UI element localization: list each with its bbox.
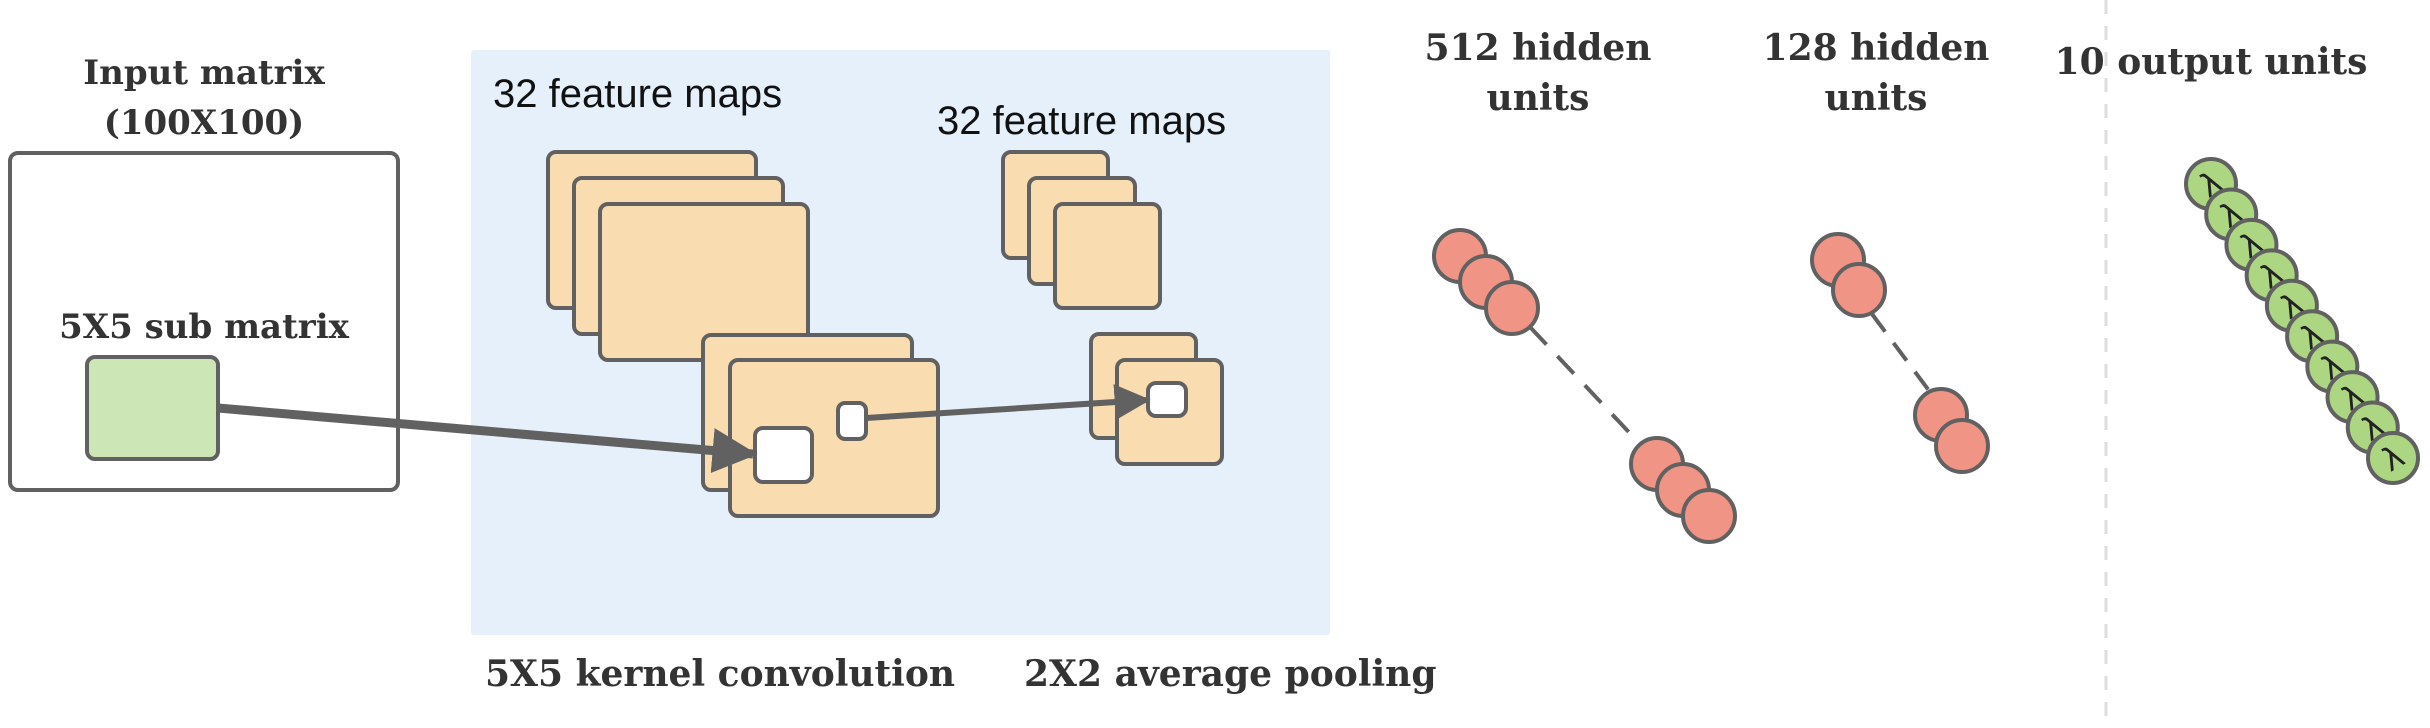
pool-feature-map bbox=[1053, 202, 1162, 310]
hidden-layer-1-ellipsis bbox=[1528, 325, 1642, 446]
hidden-unit bbox=[1484, 280, 1540, 336]
sub-matrix-label: 5X5 sub matrix bbox=[59, 307, 350, 347]
pooled-cell bbox=[1146, 381, 1188, 418]
hidden-layer-2-title-units: units bbox=[1825, 77, 1928, 119]
input-title-line1: Input matrix bbox=[83, 53, 325, 93]
conv-receptive-field bbox=[753, 426, 814, 484]
hidden-unit bbox=[1681, 488, 1737, 544]
pooling-arrow bbox=[865, 384, 1151, 421]
sub-matrix bbox=[85, 355, 220, 461]
output-unit bbox=[2366, 431, 2420, 485]
hidden-layer-2 bbox=[1810, 232, 1990, 474]
conv-feature-maps-label: 32 feature maps bbox=[493, 72, 782, 116]
hidden-layer-1 bbox=[1432, 228, 1737, 544]
hidden-unit bbox=[1934, 418, 1990, 474]
convolution-arrow bbox=[217, 403, 758, 473]
convolution-caption: 5X5 kernel convolution bbox=[485, 653, 955, 695]
hidden-unit bbox=[1831, 262, 1887, 318]
pool-feature-maps-label: 32 feature maps bbox=[937, 99, 1226, 143]
hidden-layer-2-ellipsis bbox=[1870, 312, 1932, 394]
hidden-layer-1-title: 512 hidden bbox=[1425, 27, 1652, 69]
output-layer-title: 10 output units bbox=[2055, 41, 2368, 83]
hidden-layer-2-title: 128 hidden bbox=[1763, 27, 1990, 69]
pooling-caption: 2X2 average pooling bbox=[1024, 653, 1437, 695]
input-title-line2: (100X100) bbox=[104, 103, 305, 143]
pool-window bbox=[836, 401, 868, 441]
hidden-layer-1-title-units: units bbox=[1487, 77, 1590, 119]
